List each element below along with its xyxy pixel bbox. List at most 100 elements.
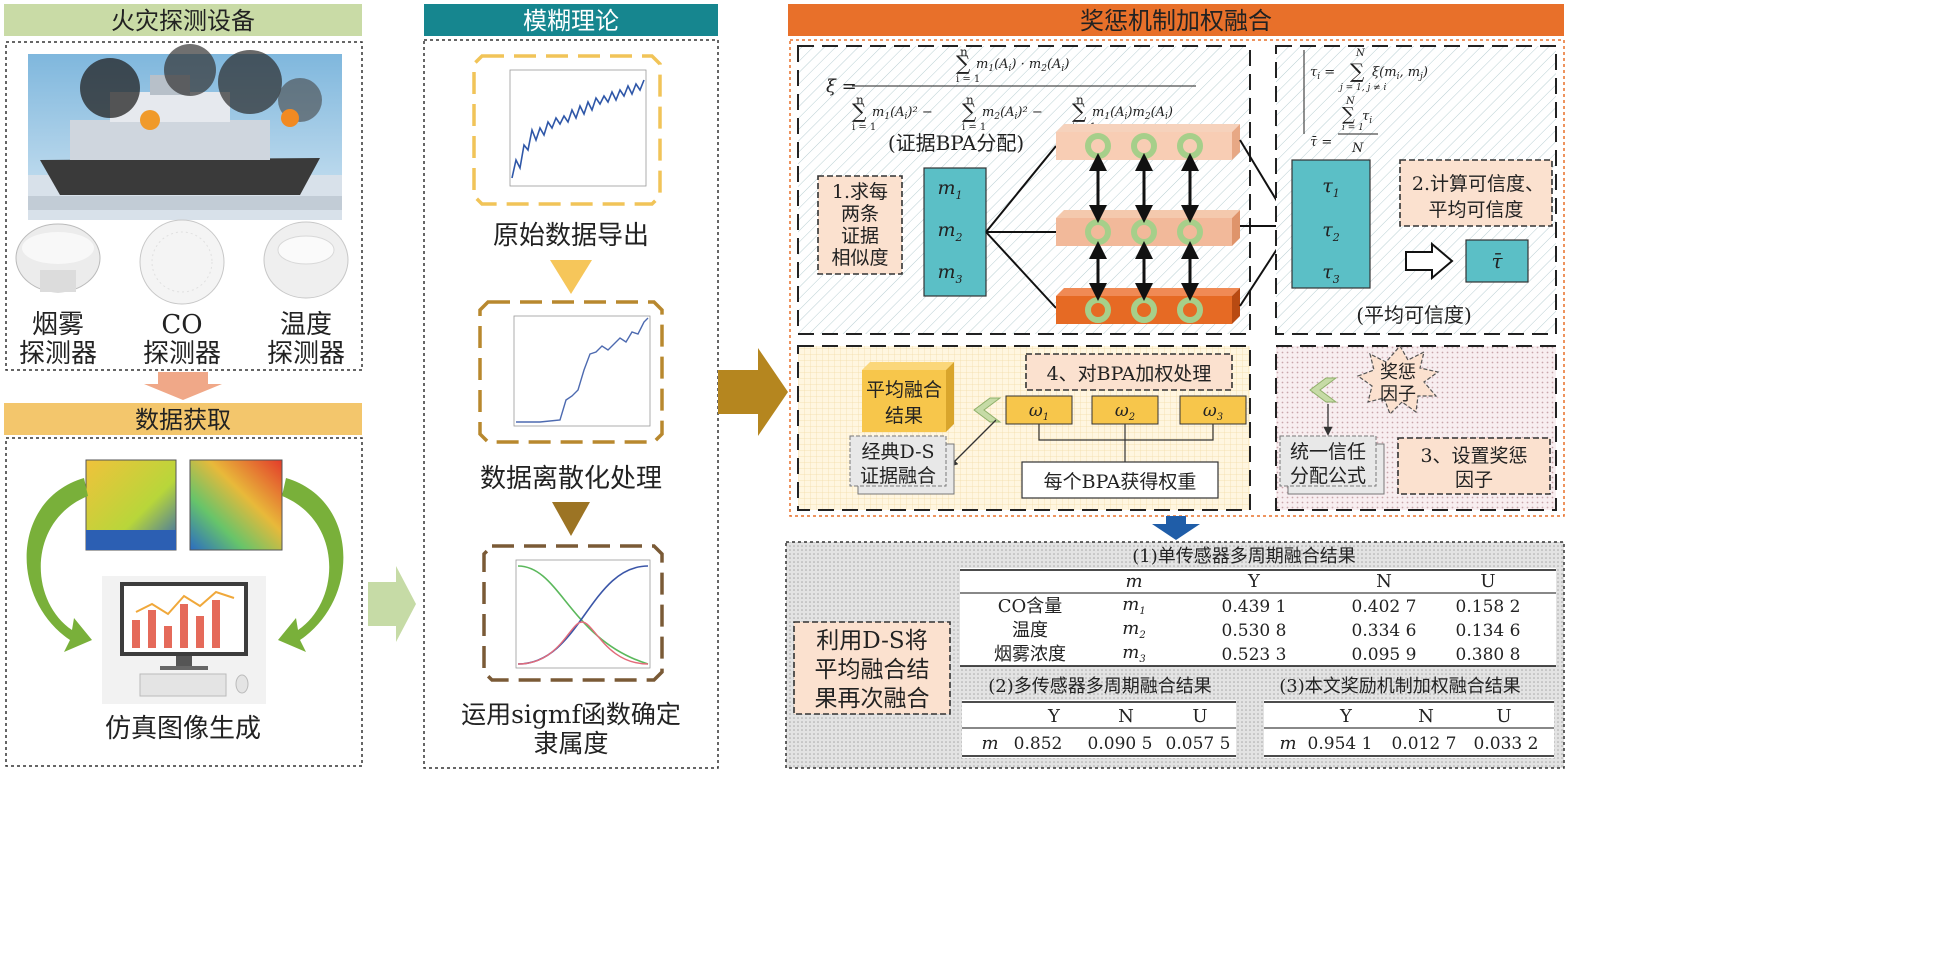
svg-text:ξ(mi, mj): ξ(mi, mj)	[1372, 65, 1428, 82]
unified-box-line-2: 分配公式	[1290, 465, 1366, 487]
sigmf-label-2: 隶属度	[533, 729, 608, 758]
svg-text:n: n	[960, 45, 968, 59]
bpa-weight-label: 4、对BPA加权处理	[1047, 363, 1212, 385]
arrow-to-ds-icon	[948, 419, 997, 468]
table1-row3-y: 0.523 3	[1222, 645, 1287, 665]
svg-text:n: n	[966, 93, 974, 107]
arrow-right-icon-2	[718, 348, 788, 436]
fire-panel: 火灾探测设备	[4, 4, 363, 371]
reward-factor-line-2: 因子	[1380, 384, 1416, 405]
table3-row-n: 0.012 7	[1392, 734, 1457, 754]
svg-text:m1(Ai)² −: m1(Ai)² −	[872, 105, 933, 122]
table1-row3-m: m3	[1122, 642, 1145, 665]
avg-result-box	[862, 362, 954, 432]
avg-credibility-label: (平均可信度)	[1356, 303, 1472, 327]
svg-text:n: n	[1076, 93, 1084, 107]
table2-header-n: N	[1118, 706, 1134, 727]
tau-bar-node: τ̄	[1491, 249, 1503, 273]
table2-row-m: m	[981, 733, 998, 754]
arrow-right-icon	[368, 566, 416, 642]
m-node-3: m3	[937, 261, 962, 286]
omega-2: ω2	[1115, 401, 1135, 423]
weight-box	[1021, 461, 1219, 499]
curved-arrow-right-icon	[278, 478, 344, 652]
svg-text:∑: ∑	[1350, 59, 1365, 83]
credibility-box	[1399, 159, 1553, 227]
table1-row2-u: 0.134 6	[1456, 621, 1521, 641]
svg-text:∑: ∑	[956, 51, 971, 75]
table1-title: (1)单传感器多周期融合结果	[1132, 546, 1356, 567]
svg-text:n: n	[856, 93, 864, 107]
omega-3: ω3	[1203, 401, 1223, 423]
triangle-down-icon-2	[552, 502, 590, 536]
m-node-2: m2	[937, 219, 962, 244]
fire-panel-header	[4, 4, 362, 36]
omega-box-1	[1005, 395, 1073, 425]
svg-text:τi =: τi =	[1310, 65, 1335, 82]
sigmf-plot	[515, 559, 651, 669]
curved-arrow-left-icon	[26, 478, 92, 652]
smoke-detector-image	[15, 223, 101, 293]
svg-text:∑: ∑	[962, 99, 977, 123]
svg-text:m1(Ai) · m2(Ai): m1(Ai) · m2(Ai)	[976, 57, 1069, 74]
table2-row-y: 0.852	[1014, 734, 1063, 754]
svg-text:ξ =: ξ =	[826, 76, 857, 97]
set-factor-line-1: 3、设置奖惩	[1420, 445, 1527, 467]
table1-row1-label: CO含量	[998, 596, 1063, 617]
set-factor-box	[1397, 437, 1551, 495]
chevron-left-icon	[973, 397, 1002, 423]
svg-text:j = 1, j ≠ i: j = 1, j ≠ i	[1338, 83, 1387, 93]
table1-header-u: U	[1480, 571, 1495, 592]
table1-header-n: N	[1376, 571, 1392, 592]
temperature-detector-label-2: 探测器	[267, 339, 345, 369]
ship-fire-image	[28, 44, 342, 220]
heatmap-image-1	[85, 459, 177, 551]
fuzzy-panel-frame	[423, 39, 719, 769]
table1-row3-u: 0.380 8	[1456, 645, 1521, 665]
table2-bg	[962, 700, 1236, 758]
avg-result-line-2: 结果	[885, 405, 923, 427]
results-panel: 利用D-S将 平均融合结 果再次融合 (1)单传感器多周期融合结果 m Y N …	[785, 541, 1565, 769]
hollow-arrow-icon	[1405, 241, 1454, 281]
credibility-box-line-1: 2.计算可信度、	[1412, 173, 1544, 195]
arrow-down-blue-icon	[1152, 516, 1200, 540]
svg-text:i = 1: i = 1	[956, 74, 980, 85]
co-detector-label-1: CO	[161, 310, 202, 340]
table1-row3-label: 烟雾浓度	[994, 644, 1066, 665]
fire-panel-title: 火灾探测设备	[111, 7, 255, 35]
table1-row2-label: 温度	[1012, 620, 1048, 641]
raw-data-label: 原始数据导出	[493, 221, 649, 251]
svg-text:m2(Ai)² −: m2(Ai)² −	[982, 105, 1043, 122]
ds-box	[849, 435, 955, 495]
svg-text:∑: ∑	[1342, 104, 1355, 125]
tau-node-2: τ2	[1322, 219, 1340, 244]
discretization-frame	[478, 300, 664, 444]
discretization-plot	[513, 315, 651, 427]
similarity-box-line-4: 相似度	[831, 247, 888, 269]
svg-text:i = 1: i = 1	[1342, 123, 1364, 133]
acquisition-panel-header	[4, 403, 362, 435]
omega-1: ω1	[1029, 401, 1049, 423]
table3-row-m: m	[1279, 733, 1296, 754]
svg-text:τ̄ =: τ̄ =	[1310, 135, 1332, 150]
refusion-box	[793, 621, 951, 715]
svg-text:i = 1: i = 1	[962, 122, 986, 133]
heatmap-image-2	[189, 459, 283, 551]
sigmf-frame	[482, 544, 664, 682]
table3-header-n: N	[1418, 706, 1434, 727]
similarity-box-line-3: 证据	[841, 225, 879, 247]
omega-box-3	[1179, 395, 1247, 425]
m-box	[923, 167, 987, 297]
table1-header-m: m	[1125, 571, 1142, 592]
similarity-box-line-1: 1.求每	[832, 181, 888, 203]
table1-row1-y: 0.439 1	[1222, 597, 1287, 617]
smoke-detector-label-2: 探测器	[19, 339, 97, 369]
refusion-line-3: 果再次融合	[815, 686, 930, 712]
raw-data-frame	[472, 54, 662, 206]
computer-image	[102, 576, 266, 704]
table1-header-y: Y	[1247, 571, 1261, 592]
svg-text:∑: ∑	[1072, 99, 1087, 123]
table2-row-n: 0.090 5	[1088, 734, 1153, 754]
svg-text:N: N	[1351, 141, 1364, 156]
fusion-panel: 奖惩机制加权融合 ξ = n ∑ i = 1 m1(Ai) · m2(Ai) n…	[788, 4, 1565, 517]
